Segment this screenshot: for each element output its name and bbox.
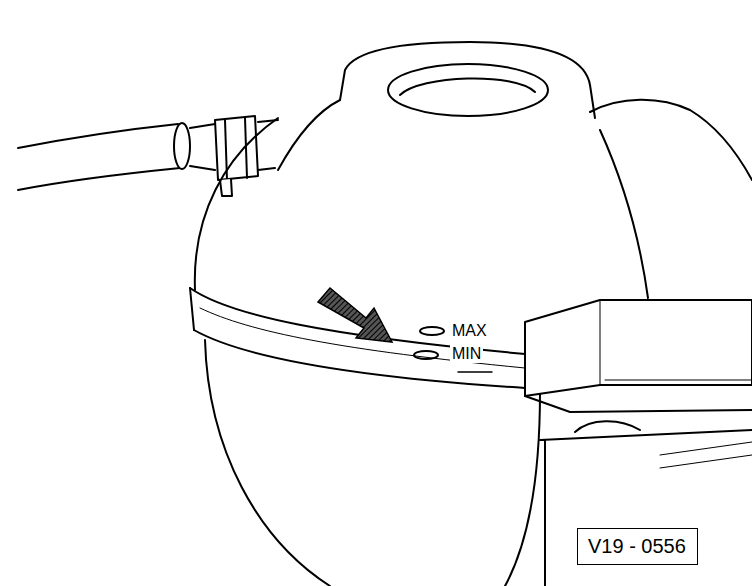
tank-flange [190,288,194,330]
tank-edge [600,130,648,298]
base-mount [575,421,640,432]
cap-rim [400,78,535,95]
clamp-tab [220,179,232,196]
mounting-bracket [525,300,752,396]
base-body [540,430,752,586]
max-mark [420,327,444,335]
tank-hump [590,100,752,180]
tank-bowl [205,340,330,586]
pointer-arrow [318,288,392,342]
level-label: MIN [450,345,483,363]
min-mark [414,351,438,359]
tank-bowl [505,392,540,586]
figure-number-box: V19 - 0556 [577,528,698,565]
cap-opening [388,64,548,116]
dome-outline [195,118,278,290]
hose-edge [18,124,178,148]
figure-number: V19 - 0556 [588,535,687,557]
bracket-edge [600,300,752,385]
hose-clamp [215,116,258,180]
hose-stub [190,124,215,170]
bracket-ledge [525,396,752,412]
dome-outline [278,100,340,170]
hose-end [174,123,190,169]
filler-cap [340,42,595,118]
hose-edge [18,168,180,190]
tank-nozzle [258,120,278,170]
base-ribs [660,442,752,468]
min-dash [458,371,492,373]
level-label: MAX [450,322,489,340]
